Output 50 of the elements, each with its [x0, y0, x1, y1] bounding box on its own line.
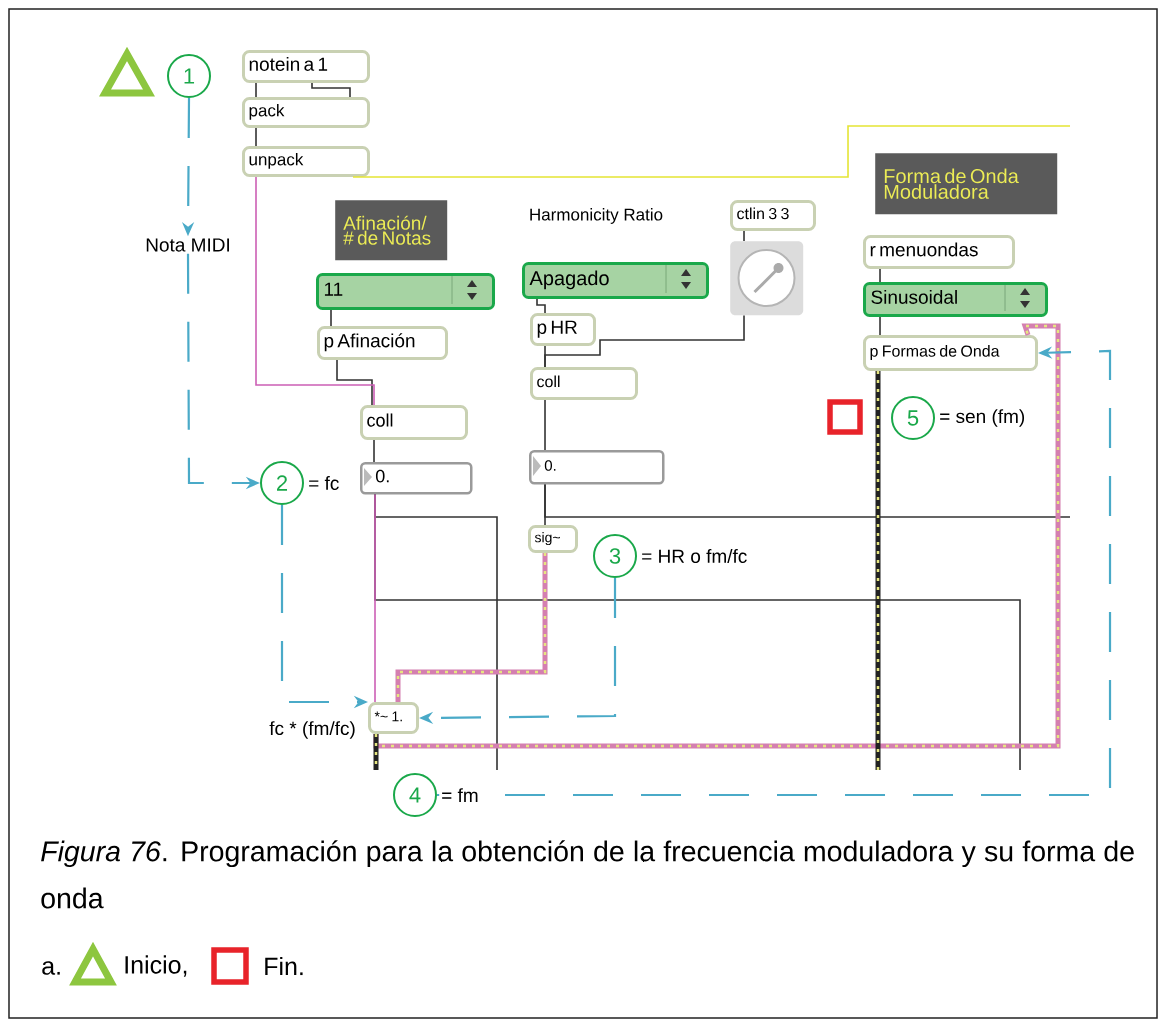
object-box: ctlin 3 3	[730, 200, 816, 231]
annotation-text: = fm	[439, 786, 481, 804]
object-box: sig~	[528, 525, 578, 553]
patch-cord	[255, 176, 375, 406]
patch-cord	[336, 359, 373, 406]
patch-cord	[743, 230, 745, 242]
flow-label: Nota MIDI	[146, 238, 229, 252]
patch-cord	[544, 314, 745, 368]
object-box: coll	[360, 405, 468, 440]
patch-cord	[879, 268, 881, 283]
patch-cord	[544, 483, 1071, 518]
label-text: a.	[42, 961, 60, 975]
dial-drawing	[730, 241, 804, 316]
menu-box: Apagado	[522, 262, 709, 299]
object-box: notein a 1	[242, 50, 370, 83]
object-box: p Formas de Onda	[863, 335, 1038, 371]
patch-cord	[373, 439, 375, 463]
patch-cord	[879, 316, 881, 336]
object-box: p Afinación	[317, 326, 448, 360]
number-box: 0.	[360, 462, 473, 495]
patch-cord	[352, 125, 1071, 178]
legend-text: Fin.	[265, 956, 303, 976]
comment-box: Forma de Onda Moduladora	[875, 153, 1058, 215]
signal-cord	[395, 553, 548, 702]
number-box: 0.	[529, 450, 665, 485]
menu-box: 11	[316, 273, 495, 310]
annotation-text: = HR o fm/fc	[639, 547, 750, 565]
object-box: coll	[530, 367, 638, 400]
object-box: pack	[242, 97, 370, 128]
patch-cord	[374, 493, 376, 703]
object-box: p HR	[530, 313, 596, 346]
patch-cord	[255, 82, 257, 98]
signal-cord	[373, 734, 379, 770]
label-text: Harmonicity Ratio	[530, 208, 663, 224]
patch-cord	[311, 82, 351, 98]
object-box: r menuondas	[863, 235, 1015, 269]
patch-cord	[544, 399, 546, 451]
patch-cord	[255, 127, 257, 147]
patch-cord	[330, 309, 332, 327]
patch-cord	[536, 298, 546, 314]
annotation-text: = fc	[306, 474, 342, 492]
caption-text: Figura 76. Programación para la obtención de la frecuencia moduladora y su forma de onda	[41, 840, 1134, 909]
object-box: unpack	[242, 146, 370, 177]
annotation-text: fc * (fm/fc)	[267, 719, 358, 741]
menu-box: Sinusoidal	[863, 282, 1048, 317]
legend-text: Inicio,	[125, 955, 187, 977]
annotation-text: = sen (fm)	[937, 407, 1028, 429]
comment-box: Afinación/ # de Notas	[335, 200, 448, 261]
signal-cord	[875, 371, 881, 770]
object-box: *~ 1.	[368, 702, 419, 734]
